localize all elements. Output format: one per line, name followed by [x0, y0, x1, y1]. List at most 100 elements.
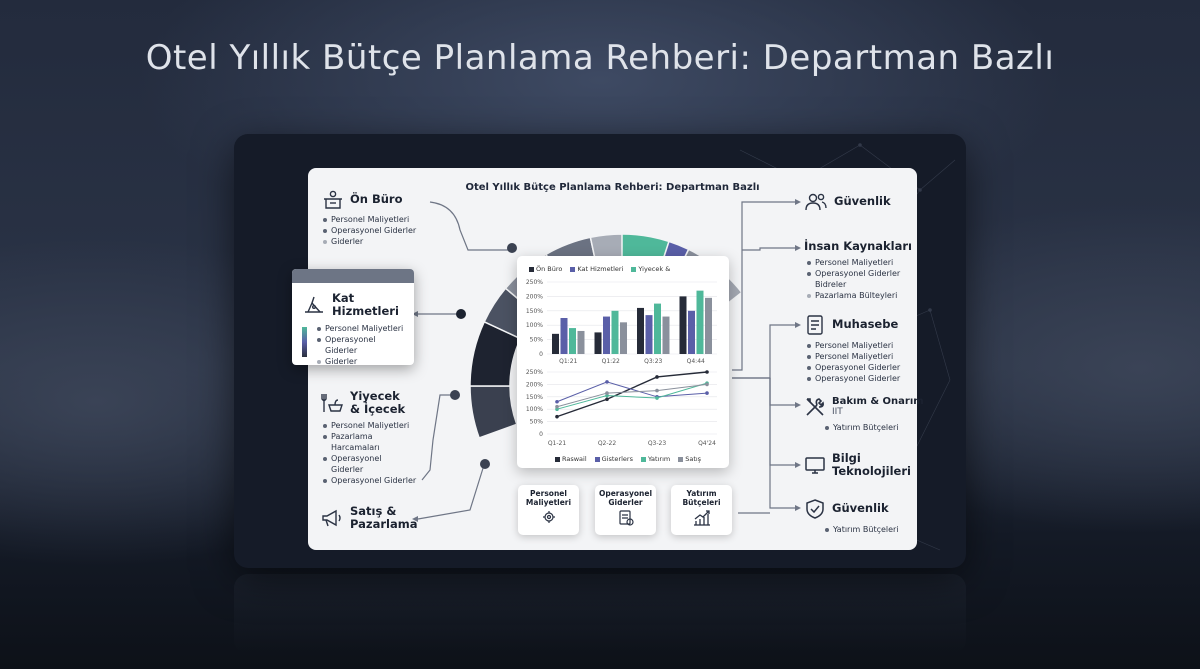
legend-item: Gisterlers	[594, 455, 633, 463]
dept-title: Kat Hizmetleri	[332, 291, 399, 319]
monitor-icon	[804, 455, 826, 475]
data-point	[655, 375, 659, 379]
x-tick-label: Q1-21	[548, 440, 567, 447]
x-tick-label: Q1:21	[559, 358, 577, 365]
dept-insan-kaynaklari: İnsan Kaynakları Personel Maliyetleri Op…	[804, 239, 912, 301]
y-tick-label: 100%	[526, 322, 543, 329]
dept-title: Muhasebe	[832, 317, 899, 332]
bar	[560, 318, 568, 354]
list-item: Personel Maliyetleri	[806, 351, 900, 362]
dept-muhasebe: Muhasebe Personel Maliyetleri Personel M…	[804, 314, 900, 384]
bar	[620, 322, 627, 354]
legend-label: Ön Büro	[536, 265, 563, 273]
legend-label: Yiyecek &	[638, 265, 671, 273]
list-item: Personel Maliyetleri	[316, 323, 403, 334]
bar	[662, 316, 670, 354]
legend-item: Yiyecek &	[631, 265, 670, 273]
dept-guvenlik-bottom: Güvenlik Yatırım Bütçeleri	[804, 498, 899, 535]
list-item: Personel Maliyetleri	[322, 420, 432, 431]
legend-item: Raswail	[555, 455, 587, 463]
dept-bakim-onarim: Bakım & Onarım IIT Yatırım Bütçeleri	[804, 396, 924, 433]
dept-title: Satış &	[350, 504, 397, 518]
data-point	[605, 397, 609, 402]
dept-title: & İçecek	[350, 402, 406, 417]
legend-label: Yatırım	[647, 455, 671, 463]
data-point	[705, 391, 709, 395]
data-point	[555, 414, 559, 419]
card-header-bar	[292, 269, 414, 283]
list-item: Pazarlama Bülteyleri	[806, 290, 912, 301]
legend-item: Ön Büro	[529, 265, 562, 273]
dept-title: Bilgi	[832, 451, 861, 465]
bar	[577, 330, 585, 354]
list-item: Operasyonel Giderler	[806, 268, 912, 279]
dept-title: Yiyecek	[350, 389, 400, 403]
series-line	[556, 371, 708, 418]
data-point	[605, 380, 609, 384]
list-item: Personel Maliyetleri	[806, 257, 912, 268]
y-tick-label: 50%	[530, 419, 544, 426]
legend-label: Raswail	[562, 455, 587, 463]
series-line	[556, 381, 708, 403]
data-point	[605, 393, 609, 398]
data-point	[555, 399, 559, 404]
dept-guvenlik-top: Güvenlik	[804, 192, 891, 212]
ring-segment	[469, 385, 518, 439]
list-item: Personel Maliyetleri	[806, 340, 900, 351]
x-tick-label: Q3:23	[644, 358, 662, 365]
y-tick-label: 0	[539, 351, 543, 358]
ledger-icon	[804, 314, 826, 336]
x-tick-label: Q4'24	[698, 440, 716, 447]
screen-title: Otel Yıllık Bütçe Planlama Rehberi: Depa…	[465, 182, 760, 193]
bar	[569, 328, 576, 354]
data-point	[605, 391, 609, 395]
bar-chart-legend: Ön Büro Kat Hizmetleri Yiyecek &	[529, 265, 670, 273]
data-point	[655, 388, 659, 393]
users-icon	[804, 192, 828, 212]
dept-yiyecek-icecek: Yiyecek & İçecek Personel Maliyetleri Pa…	[320, 389, 432, 486]
dept-subtitle: IIT	[832, 406, 843, 417]
bar	[611, 310, 619, 354]
data-point	[655, 396, 659, 400]
bar	[594, 332, 602, 354]
bar	[603, 316, 610, 354]
dept-bilgi-teknolojileri: Bilgi Teknolojileri	[804, 451, 911, 478]
y-tick-label: 100%	[526, 406, 543, 413]
dept-kat-hizmetleri[interactable]: Kat Hizmetleri Personel Maliyetleri Oper…	[292, 269, 414, 365]
list-item: Operasyonel Giderler	[322, 475, 432, 486]
y-tick-label: 150%	[526, 308, 543, 315]
food-drink-icon	[320, 391, 344, 415]
shield-icon	[804, 498, 826, 520]
document-gear-icon	[595, 509, 656, 527]
y-tick-label: 200%	[526, 381, 543, 388]
y-tick-label: 200%	[526, 293, 543, 300]
list-item: Operasyonel Giderler	[316, 334, 396, 356]
mini-card-yatirim[interactable]: Yatırım Bütçeleri	[671, 485, 732, 535]
chart-card: Ön Büro Kat Hizmetleri Yiyecek & 250% 200…	[517, 256, 729, 468]
dept-title: Bakım & Onarım	[832, 396, 924, 407]
bar	[688, 310, 695, 354]
mini-card-personel[interactable]: Personel Maliyetleri	[518, 485, 579, 535]
series-line	[556, 383, 708, 408]
legend-label: Kat Hizmetleri	[577, 265, 624, 273]
data-point	[555, 404, 559, 409]
list-item: Operasyonel Giderler	[806, 362, 900, 373]
color-scale	[302, 327, 307, 357]
y-tick-label: 250%	[526, 279, 543, 286]
list-item: Pazarlama Harcamaları	[322, 431, 402, 453]
list-item: Operasyonel Giderler	[322, 225, 416, 236]
list-item: Yatırım Bütçeleri	[824, 422, 924, 433]
list-item: Personel Maliyetleri	[322, 214, 416, 225]
legend-label: Gisterlers	[601, 455, 633, 463]
dept-title: Ön Büro	[350, 192, 403, 207]
list-item: Operasyonel Giderler	[322, 453, 402, 475]
bar	[679, 296, 687, 354]
mini-card-operasyonel[interactable]: Operasyonel Giderler	[595, 485, 656, 535]
x-tick-label: Q3-23	[648, 440, 667, 447]
y-tick-label: 150%	[526, 394, 543, 401]
mini-card-label: Operasyonel	[598, 489, 653, 498]
dept-title: Güvenlik	[834, 194, 891, 209]
bar	[654, 303, 661, 354]
